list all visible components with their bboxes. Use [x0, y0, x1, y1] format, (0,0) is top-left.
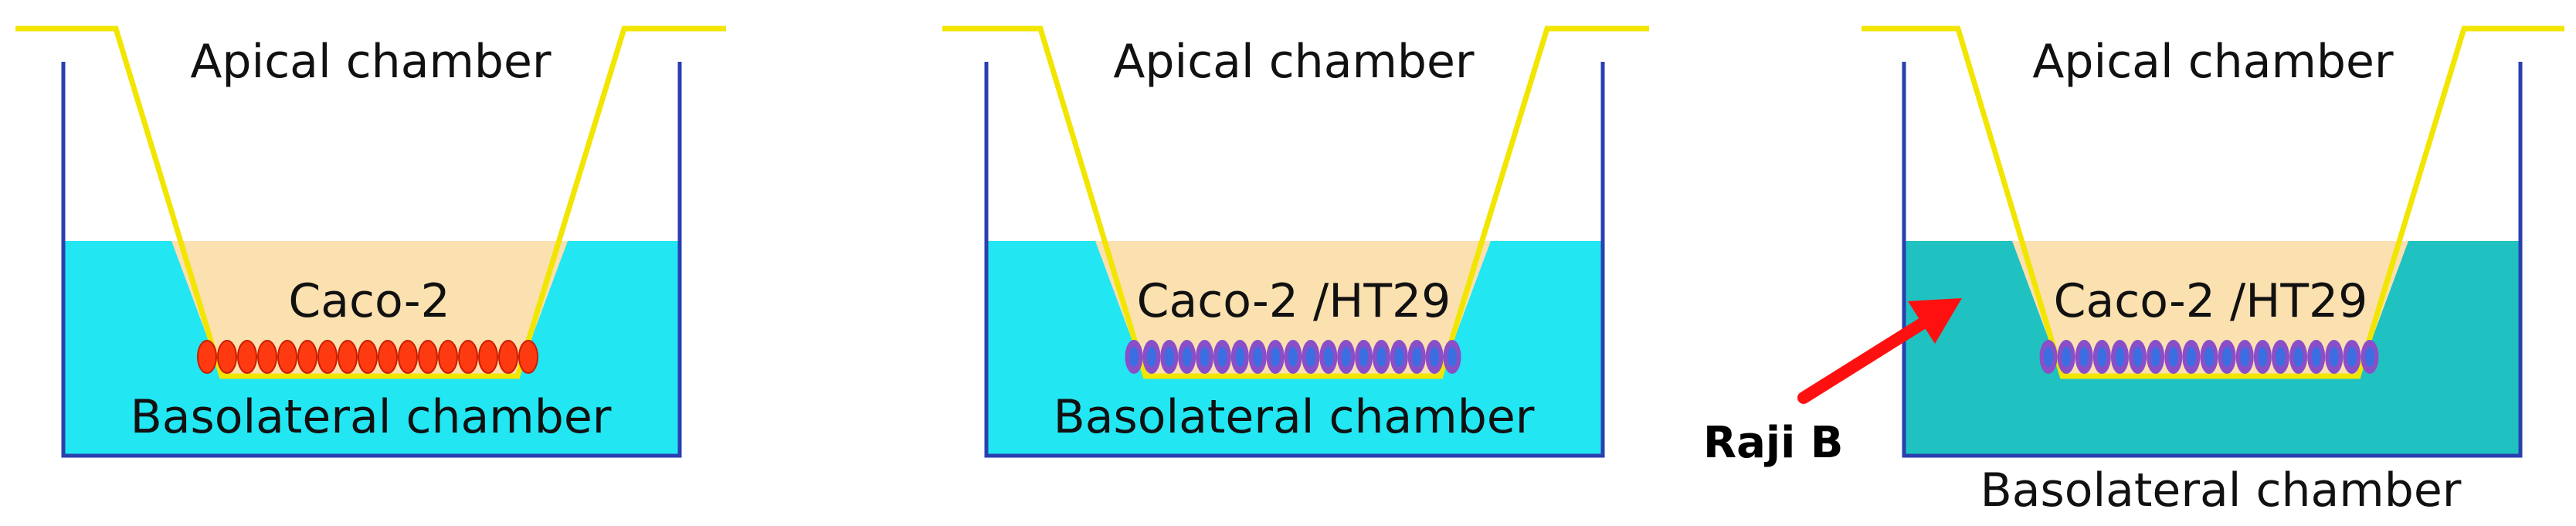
- cell-nucleus: [2168, 347, 2178, 367]
- raji-b-arrow: [1797, 298, 1962, 404]
- cell-nucleus: [2329, 347, 2339, 367]
- cell-nucleus: [2133, 347, 2143, 367]
- cell-nucleus: [1448, 347, 1457, 367]
- well-outline: [984, 62, 1605, 458]
- cell: [297, 340, 317, 374]
- basolateral-chamber-label: Basolateral chamber: [1054, 390, 1535, 444]
- cell-nucleus: [1376, 347, 1386, 367]
- cell-nucleus: [2044, 347, 2053, 367]
- insert-outline: [1862, 25, 2564, 379]
- cell-nucleus: [2062, 347, 2072, 367]
- well-outline: [61, 62, 682, 458]
- cell-nucleus: [1341, 347, 1351, 367]
- cell-nucleus: [1412, 347, 1422, 367]
- cell: [197, 340, 217, 374]
- cell-monolayer: [2039, 340, 2379, 374]
- cell: [317, 340, 338, 374]
- cell: [398, 340, 418, 374]
- cell-nucleus: [1394, 347, 1404, 367]
- cell-nucleus: [1164, 347, 1174, 367]
- cell-line-label: Caco-2: [288, 274, 450, 328]
- cell-nucleus: [2097, 347, 2107, 367]
- cell-nucleus: [1129, 347, 1139, 367]
- panel-caco2: Apical chamber Caco-2 Basolateral chambe…: [15, 25, 726, 458]
- basolateral-chamber-label: Basolateral chamber: [1980, 463, 2462, 518]
- cell-nucleus: [1182, 347, 1192, 367]
- apical-medium: [2012, 241, 2408, 376]
- cell: [257, 340, 277, 374]
- cell: [217, 340, 237, 374]
- panel-caco2-ht29-raji: Apical chamber Caco-2 /HT29 Basolateral …: [1703, 25, 2564, 518]
- cell: [458, 340, 478, 374]
- cell-nucleus: [2276, 347, 2286, 367]
- cell-nucleus: [1217, 347, 1227, 367]
- cell-nucleus: [2258, 347, 2268, 367]
- cell-nucleus: [2347, 347, 2357, 367]
- cell-monolayer: [1125, 340, 1461, 374]
- cell: [418, 340, 438, 374]
- cell-nucleus: [1146, 347, 1156, 367]
- cell: [518, 340, 538, 374]
- well-outline: [1902, 62, 2523, 458]
- cell-nucleus: [2186, 347, 2196, 367]
- insert-outline: [942, 25, 1649, 379]
- cell-nucleus: [1305, 347, 1315, 367]
- cell-nucleus: [1288, 347, 1298, 367]
- cell-nucleus: [2222, 347, 2232, 367]
- basolateral-chamber-label: Basolateral chamber: [131, 390, 612, 444]
- cell: [338, 340, 358, 374]
- cell-nucleus: [2365, 347, 2374, 367]
- apical-medium: [1095, 241, 1491, 376]
- arrow-head: [1908, 298, 1962, 344]
- cell-nucleus: [1323, 347, 1333, 367]
- insert-outline: [15, 25, 726, 379]
- cell-nucleus: [1253, 347, 1263, 367]
- cell: [358, 340, 378, 374]
- cell: [237, 340, 257, 374]
- cell-nucleus: [2311, 347, 2321, 367]
- cell-nucleus: [2293, 347, 2303, 367]
- apical-chamber-label: Apical chamber: [2032, 35, 2394, 89]
- apical-chamber-label: Apical chamber: [1113, 35, 1475, 89]
- cell-nucleus: [2204, 347, 2214, 367]
- cell-nucleus: [1271, 347, 1281, 367]
- cell-nucleus: [2240, 347, 2250, 367]
- cell-line-label: Caco-2 /HT29: [2054, 274, 2368, 328]
- cell-nucleus: [2150, 347, 2160, 367]
- cell-nucleus: [1430, 347, 1440, 367]
- cell: [498, 340, 518, 374]
- cell-monolayer: [197, 340, 538, 374]
- apical-chamber-label: Apical chamber: [190, 35, 552, 89]
- cell-nucleus: [1235, 347, 1245, 367]
- cell: [438, 340, 458, 374]
- cell-nucleus: [1200, 347, 1210, 367]
- cell-nucleus: [2079, 347, 2089, 367]
- arrow-shaft: [1797, 317, 1929, 404]
- cell-nucleus: [2115, 347, 2125, 367]
- raji-b-label: Raji B: [1703, 418, 1843, 468]
- cell-nucleus: [1359, 347, 1369, 367]
- cell: [478, 340, 498, 374]
- panel-caco2-ht29: Apical chamber Caco-2 /HT29 Basolateral …: [942, 25, 1649, 458]
- cell: [378, 340, 398, 374]
- cell: [277, 340, 297, 374]
- cell-line-label: Caco-2 /HT29: [1137, 274, 1451, 328]
